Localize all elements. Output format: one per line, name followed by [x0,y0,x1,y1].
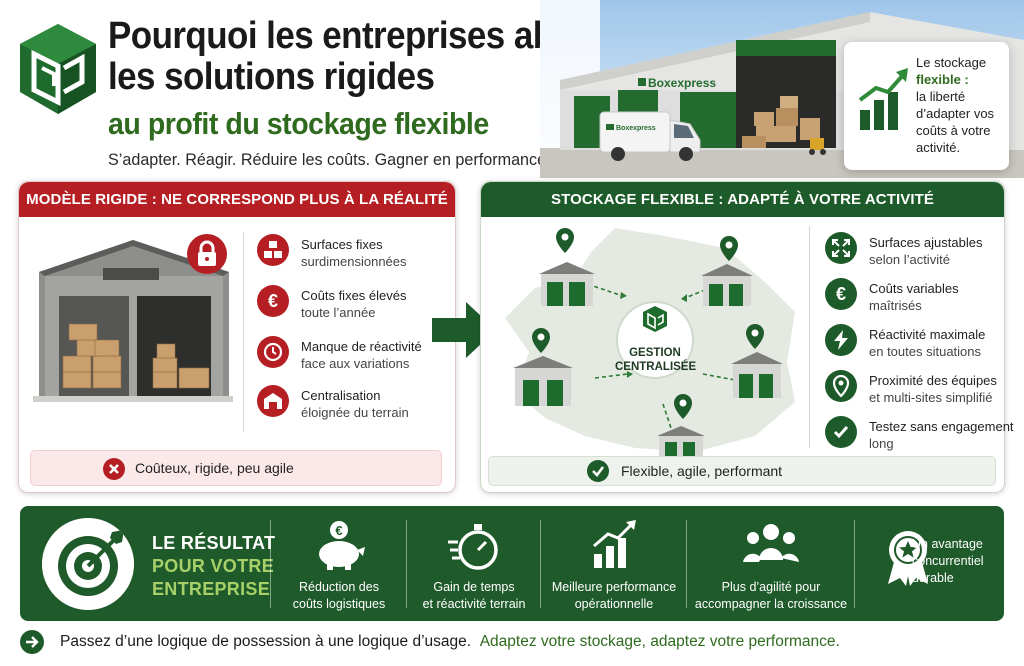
callout-text: Le stockage flexible : la liberté d’adap… [916,55,995,155]
stopwatch-icon [448,524,498,570]
warehouse-icon [257,385,289,417]
rigid-summary-text: Coûteux, rigide, peu agile [135,460,294,476]
rigid-model-panel: MODÈLE RIGIDE : NE CORRESPOND PLUS À LA … [18,181,456,493]
france-map-network [505,228,795,458]
page-title-line-2: les solutions rigides [108,56,435,98]
rigid-summary-bar: Coûteux, rigide, peu agile [30,450,442,486]
svg-text:€: € [335,523,342,538]
boxexpress-logo-icon [20,24,96,114]
clock-icon [257,336,289,368]
piggy-bank-icon: € [319,521,365,570]
brand-sign: Boxexpress [648,76,716,90]
footer-message: Passez d’une logique de possession à une… [60,633,840,650]
check-icon [587,460,609,482]
flexible-summary-text: Flexible, agile, performant [621,463,783,479]
result-band: LE RÉSULTAT POUR VOTRE ENTREPRISE € Rédu… [20,506,1004,621]
expand-icon [825,232,857,264]
cubes-icon [257,234,289,266]
storage-site-markers [513,262,783,458]
location-pin-icon [825,370,857,402]
team-icon [743,524,799,562]
euro-icon: € [825,278,857,310]
page-subtitle: au profit du stockage flexible [108,106,489,141]
arrow-right-icon [20,630,44,654]
flexible-storage-title: STOCKAGE FLEXIBLE : ADAPTÉ À VOTRE ACTIV… [481,182,1004,217]
cross-icon [103,458,125,480]
euro-icon: € [257,285,289,317]
flexible-storage-panel: STOCKAGE FLEXIBLE : ADAPTÉ À VOTRE ACTIV… [480,181,1014,493]
award-badge-icon [888,531,928,586]
flexible-summary-bar: Flexible, agile, performant [488,456,996,486]
check-icon [825,416,857,448]
lightning-icon [825,324,857,356]
padlock-icon [187,234,227,274]
tagline: S’adapter. Réagir. Réduire les coûts. Ga… [108,150,551,169]
rigid-model-title: MODÈLE RIGIDE : NE CORRESPOND PLUS À LA … [19,182,455,217]
target-icon [42,518,134,610]
result-title: LE RÉSULTAT POUR VOTRE ENTREPRISE [152,533,276,599]
growth-chart-icon [858,68,908,130]
growth-chart-icon [593,520,636,568]
rigid-warehouse-illustration [33,240,233,402]
svg-text:Boxexpress: Boxexpress [616,125,656,132]
flexible-storage-callout: Le stockage flexible : la liberté d’adap… [844,42,1009,170]
